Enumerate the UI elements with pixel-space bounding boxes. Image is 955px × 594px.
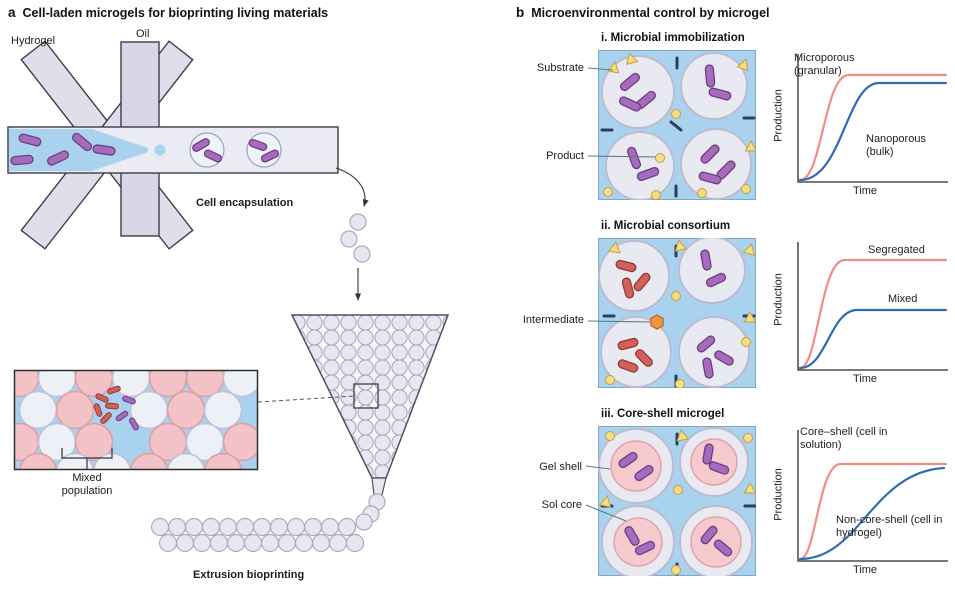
microgel-circle (680, 128, 752, 200)
panel-b-title-text: Microenvironmental control by microgel (531, 6, 770, 20)
curved-arrow (335, 167, 369, 207)
forming-droplet (154, 144, 166, 156)
product-dots (605, 291, 751, 388)
hydrogel-stream (9, 129, 148, 171)
panel-a-title-text: Cell-laden microgels for bioprinting liv… (22, 6, 329, 20)
curve-non-core-shell (798, 466, 946, 561)
curve-nanoporous (798, 81, 948, 182)
curve-segregated (798, 258, 948, 370)
mixed-population-bracket (61, 448, 113, 470)
illustration-microbial-consortium (598, 238, 756, 388)
microgel-circle (678, 316, 750, 388)
section-ii-title: ii. Microbial consortium (601, 220, 731, 232)
product-dots (605, 431, 753, 575)
curve-microporous (798, 73, 948, 182)
extrusion-bioprinting-label: Extrusion bioprinting (193, 569, 305, 581)
inset-mixed-population (13, 369, 259, 471)
ylabel-production-2: Production (772, 273, 785, 326)
curve-label-core-shell: Core–shell (cell in solution) (800, 426, 888, 451)
curve-label-mixed: Mixed (888, 293, 918, 305)
product-label: Product (546, 150, 584, 162)
ylabel-production-1: Production (772, 89, 785, 142)
panel-a-title: a Cell-laden microgels for bioprinting li… (8, 5, 328, 20)
extruded-strand (150, 493, 386, 553)
microgel-funnel (150, 314, 450, 553)
oil-label: Oil (136, 28, 150, 40)
panel-b-letter: b (516, 5, 525, 20)
consortium-cells (615, 249, 734, 379)
axes (797, 242, 948, 371)
sol-core-label: Sol core (541, 499, 582, 511)
cells-in-stream (10, 132, 116, 166)
curve-label-non-core-shell: Non-core-shell (cell in hydrogel) (836, 514, 943, 539)
axes (797, 430, 948, 562)
panel-a-letter: a (8, 5, 16, 20)
gel-junction-dashes (600, 56, 756, 198)
illustration-core-shell-microgel (598, 426, 756, 576)
axes (797, 54, 948, 183)
section-i-title: i. Microbial immobilization (601, 32, 745, 44)
chart-microbial-consortium (797, 242, 948, 371)
encapsulated-droplets (189, 132, 282, 168)
curve-core-shell (798, 462, 948, 561)
zoom-dashed-line (257, 395, 355, 403)
microgel-circle (601, 55, 675, 129)
microfluidic-device (7, 40, 339, 250)
curve-label-nanoporous: Nanoporous (bulk) (866, 133, 926, 158)
chart-core-shell (797, 430, 948, 562)
product-dots (603, 109, 751, 200)
curve-label-microporous: Microporous (granular) (794, 52, 855, 77)
xlabel-time-2: Time (852, 373, 878, 385)
chart-microbial-immobilization (797, 54, 948, 183)
intermediate-label: Intermediate (522, 314, 584, 326)
falling-droplets (340, 213, 371, 263)
xlabel-time-3: Time (852, 564, 878, 576)
microgel-circle (678, 238, 746, 304)
intermediate-hexagon (650, 314, 664, 330)
substrate-triangles (608, 239, 756, 323)
panel-a-illustration (7, 40, 450, 553)
cells-in-sol-core (618, 443, 733, 557)
xlabel-time-1: Time (852, 185, 878, 197)
nozzle (371, 477, 387, 496)
section-iii-title: iii. Core-shell microgel (601, 408, 725, 420)
substrate-label: Substrate (536, 62, 584, 74)
cell-encapsulation-label: Cell encapsulation (196, 197, 294, 209)
ylabel-production-3: Production (772, 468, 785, 521)
gel-shell-label: Gel shell (539, 461, 582, 473)
substrate-triangles (606, 52, 756, 152)
panel-b-title: b Microenvironmental control by microgel (516, 5, 770, 20)
curve-label-segregated: Segregated (868, 244, 925, 256)
mixed-cell-cluster (93, 385, 139, 431)
mixed-population-label: Mixed population (61, 472, 113, 498)
hydrogel-label: Hydrogel (11, 35, 56, 47)
microgel-circle (598, 240, 670, 312)
illustration-microbial-immobilization (598, 50, 756, 200)
curve-mixed (798, 308, 948, 370)
zoom-square (353, 383, 379, 409)
